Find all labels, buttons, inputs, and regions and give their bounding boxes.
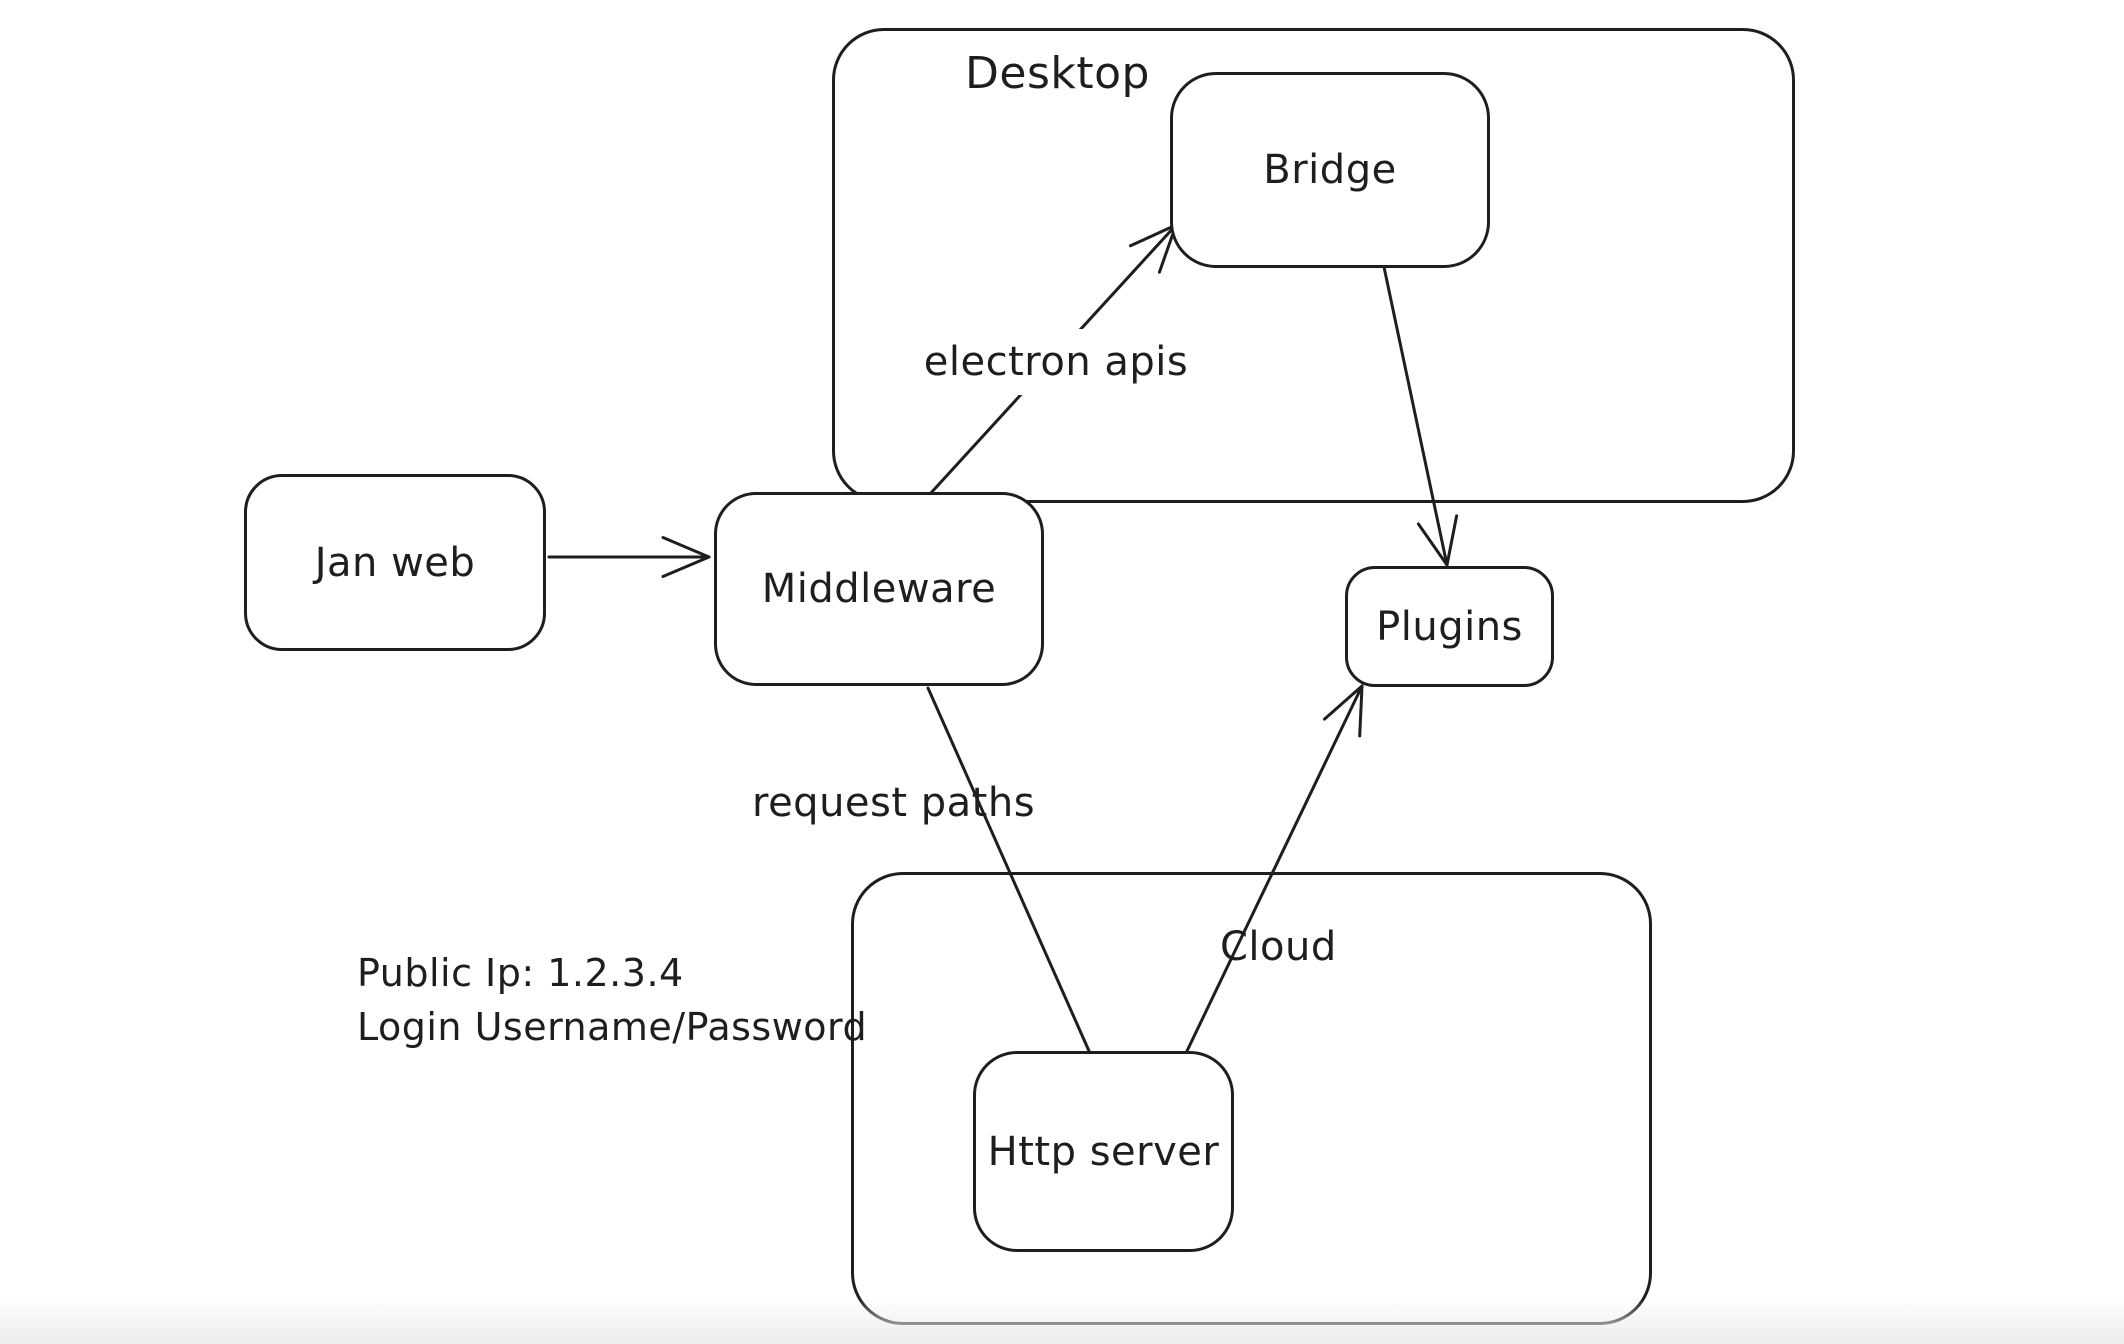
http-server-label: Http server <box>987 1128 1220 1175</box>
credentials-note-line2: Login Username/Password <box>357 1005 868 1049</box>
middleware-label: Middleware <box>761 566 997 612</box>
cloud-container-label[interactable]: Cloud <box>1220 924 1337 970</box>
request-paths-edge-label[interactable]: request paths <box>752 780 1036 826</box>
plugins-label: Plugins <box>1376 603 1523 650</box>
plugins-node[interactable]: Plugins <box>1345 566 1554 687</box>
http-server-node[interactable]: Http server <box>973 1051 1234 1252</box>
arrow-bridge-to-plugins[interactable] <box>1382 265 1459 567</box>
arrow-janweb-to-middleware[interactable] <box>547 536 711 578</box>
desktop-container-box[interactable] <box>832 28 1795 503</box>
middleware-node[interactable]: Middleware <box>714 492 1044 686</box>
desktop-container-label[interactable]: Desktop <box>965 48 1150 99</box>
electron-apis-edge-label[interactable]: electron apis <box>909 329 1203 395</box>
bridge-label: Bridge <box>1263 147 1397 193</box>
jan-web-node[interactable]: Jan web <box>244 474 546 651</box>
credentials-note[interactable]: Public Ip: 1.2.3.4 Login Username/Passwo… <box>357 946 867 1054</box>
line-middleware-to-httpserver[interactable] <box>926 686 1091 1053</box>
bridge-node[interactable]: Bridge <box>1170 72 1490 268</box>
credentials-note-line1: Public Ip: 1.2.3.4 <box>357 951 684 995</box>
jan-web-label: Jan web <box>314 539 476 586</box>
arrow-httpserver-to-plugins[interactable] <box>1185 684 1364 1053</box>
